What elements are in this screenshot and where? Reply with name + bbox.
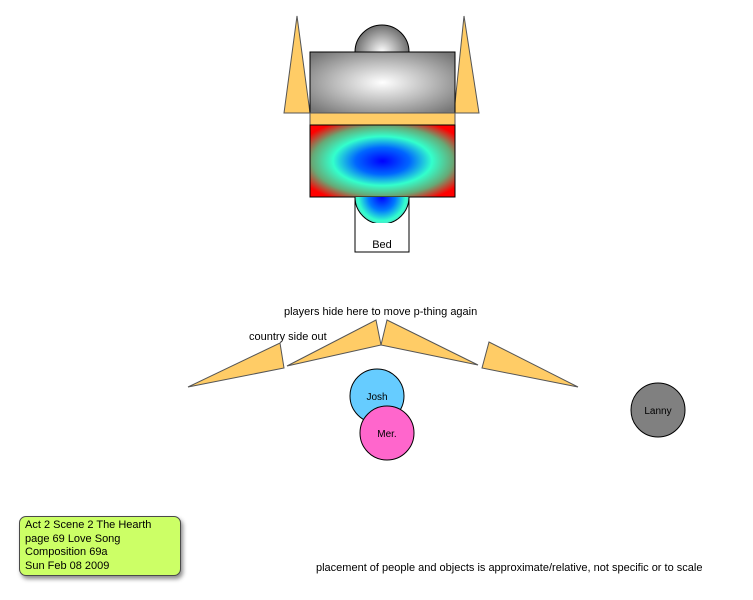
lanny-marker — [630, 382, 686, 438]
lanny-label: Lanny — [644, 406, 671, 417]
josh-label: Josh — [366, 392, 387, 403]
stage-flats — [187, 319, 579, 388]
meredith-label: Mer. — [377, 429, 396, 440]
scene-info-line: page 69 Love Song — [25, 532, 121, 545]
flat-center-right — [380, 319, 479, 366]
hearth-mat — [309, 124, 456, 198]
right-bedpost — [453, 15, 480, 114]
headboard — [309, 51, 456, 114]
pillow — [355, 197, 409, 223]
scene-info-box: Act 2 Scene 2 The Hearth page 69 Love So… — [19, 516, 181, 576]
meredith-marker — [359, 405, 415, 461]
person-meredith: Mer. — [359, 405, 415, 461]
bed-rail — [309, 112, 456, 126]
scene-info-line: Act 2 Scene 2 The Hearth — [25, 519, 152, 531]
left-bedpost — [283, 15, 311, 114]
scale-footnote: placement of people and objects is appro… — [316, 562, 703, 574]
person-lanny: Lanny — [630, 382, 686, 438]
scene-info-line: Sun Feb 08 2009 — [25, 559, 110, 572]
flat-right — [481, 341, 579, 388]
scene-info-line: Composition 69a — [25, 546, 108, 558]
country-side-label: country side out — [249, 331, 327, 343]
players-hide-label: players hide here to move p-thing again — [284, 306, 477, 318]
bed-label: Bed — [372, 239, 392, 251]
bed-assembly: Bed — [283, 15, 480, 253]
flat-center-left — [286, 319, 382, 367]
flat-far-left — [187, 342, 285, 388]
